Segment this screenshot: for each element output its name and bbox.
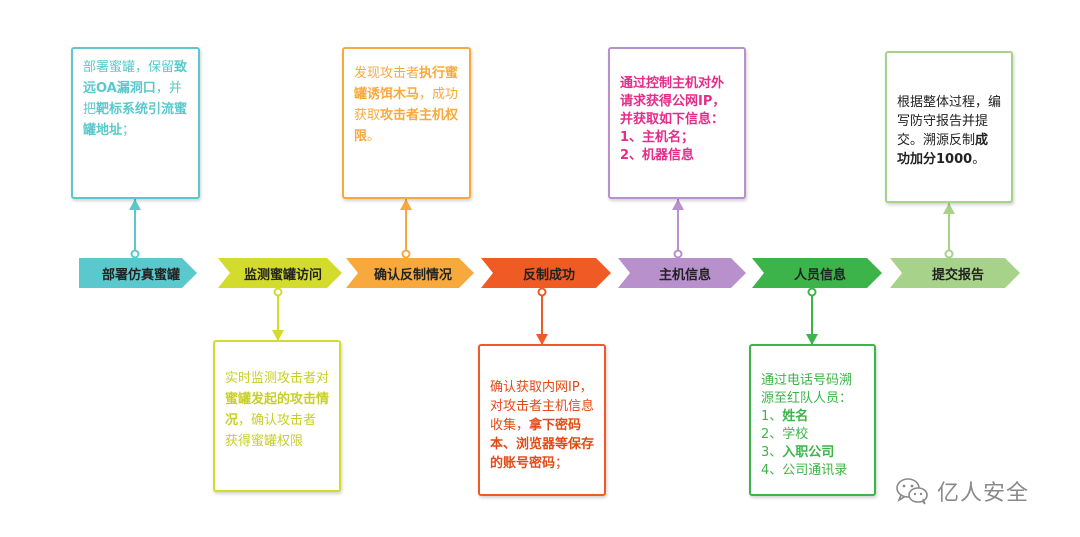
box-6-list-2: 2、学校	[761, 427, 809, 442]
box-7-text-1: 根据整体过程，编写防守报告并提交。溯源反制	[897, 95, 1002, 148]
box-3-text-3: ，成功获取	[354, 87, 459, 123]
box-6-text-1: 通过电话号码溯源至红队人员：	[761, 373, 853, 406]
stage-1: 部署仿真蜜罐	[79, 258, 197, 288]
box-1-text-4: 靶标系统引流蜜罐地址	[83, 102, 188, 138]
stage-7-label: 提交报告	[931, 267, 984, 283]
box-3-text-2: 执行蜜罐诱饵木马	[354, 66, 459, 102]
connector-6	[806, 287, 818, 345]
connector-2	[272, 287, 284, 341]
stage-5: 主机信息	[618, 258, 746, 288]
connector-1	[129, 199, 141, 259]
box-4-text-1: 确认获取内网IP，对攻击者主机信息收集，	[490, 380, 595, 433]
stage-6-label: 人员信息	[793, 267, 846, 283]
info-box-deploy: 部署蜜罐，保留致远OA漏洞口，并把靶标系统引流蜜罐地址；	[71, 47, 200, 199]
box-6-list-3-text: 入职公司	[782, 445, 835, 460]
box-6-list-1-num: 1、	[761, 409, 783, 424]
box-4-text-3: ；	[555, 456, 569, 471]
box-6-list-4: 4、公司通讯录	[761, 463, 848, 478]
stage-7: 提交报告	[890, 258, 1020, 288]
connector-4	[536, 287, 548, 345]
box-2-text-2: 蜜罐发起的攻击情况	[225, 392, 330, 428]
box-6-list-3: 3、入职公司	[761, 444, 864, 462]
box-7-text-3: 。	[972, 152, 986, 167]
box-4-text-2: 拿下密码本、浏览器等保存的账号密码	[490, 418, 595, 471]
stage-3: 确认反制情况	[346, 258, 474, 288]
stage-4: 反制成功	[481, 258, 611, 288]
connector-5	[672, 199, 684, 259]
stage-1-label: 部署仿真蜜罐	[101, 267, 180, 283]
box-2-text-1: 实时监测攻击者对	[225, 371, 330, 386]
stage-6: 人员信息	[752, 258, 882, 288]
info-box-person: 通过电话号码溯源至红队人员： 1、姓名 2、学校 3、入职公司 4、公司通讯录	[749, 344, 876, 496]
watermark: 亿人安全	[895, 476, 1029, 506]
box-3-text-1: 发现攻击者	[354, 66, 420, 81]
box-3-text-5: 。	[367, 129, 381, 144]
stage-3-label: 确认反制情况	[373, 267, 452, 283]
info-box-host: 通过控制主机对外请求获得公网IP，并获取如下信息： 1、主机名； 2、机器信息	[608, 47, 746, 199]
connector-3	[400, 199, 412, 259]
box-5-list-1: 1、主机名；	[620, 130, 695, 145]
stage-4-label: 反制成功	[522, 267, 575, 283]
wechat-icon	[896, 478, 928, 505]
info-box-monitor: 实时监测攻击者对蜜罐发起的攻击情况，确认攻击者获得蜜罐权限	[213, 340, 341, 492]
box-2-text-3: ，确认攻击者获得蜜罐权限	[225, 413, 317, 449]
box-6-list-1-text: 姓名	[782, 409, 809, 424]
box-1-text-1: 部署蜜罐，保留	[83, 60, 175, 75]
box-6-list-1: 1、姓名	[761, 408, 864, 426]
box-1-text-3: ，并把	[83, 81, 182, 117]
box-5-text-1: 通过控制主机对外请求获得公网IP，并获取如下信息：	[620, 76, 726, 127]
box-7-text-2: 成功加分1000	[897, 133, 989, 167]
stage-2: 监测蜜罐访问	[218, 258, 342, 288]
stage-5-label: 主机信息	[658, 267, 711, 283]
box-5-list-2: 2、机器信息	[620, 148, 695, 163]
info-box-confirm: 发现攻击者执行蜜罐诱饵木马，成功获取攻击者主机权限。	[342, 47, 471, 199]
box-1-text-2: 致远OA漏洞口	[83, 60, 188, 96]
box-1-text-5: ；	[122, 123, 136, 138]
info-box-success: 确认获取内网IP，对攻击者主机信息收集，拿下密码本、浏览器等保存的账号密码；	[478, 344, 606, 496]
box-3-text-4: 攻击者主机权限	[354, 108, 459, 144]
box-6-list-3-num: 3、	[761, 445, 783, 460]
watermark-text: 亿人安全	[937, 481, 1030, 506]
connector-7	[943, 203, 955, 259]
info-box-report: 根据整体过程，编写防守报告并提交。溯源反制成功加分1000。	[885, 51, 1013, 203]
stage-2-label: 监测蜜罐访问	[243, 267, 322, 283]
